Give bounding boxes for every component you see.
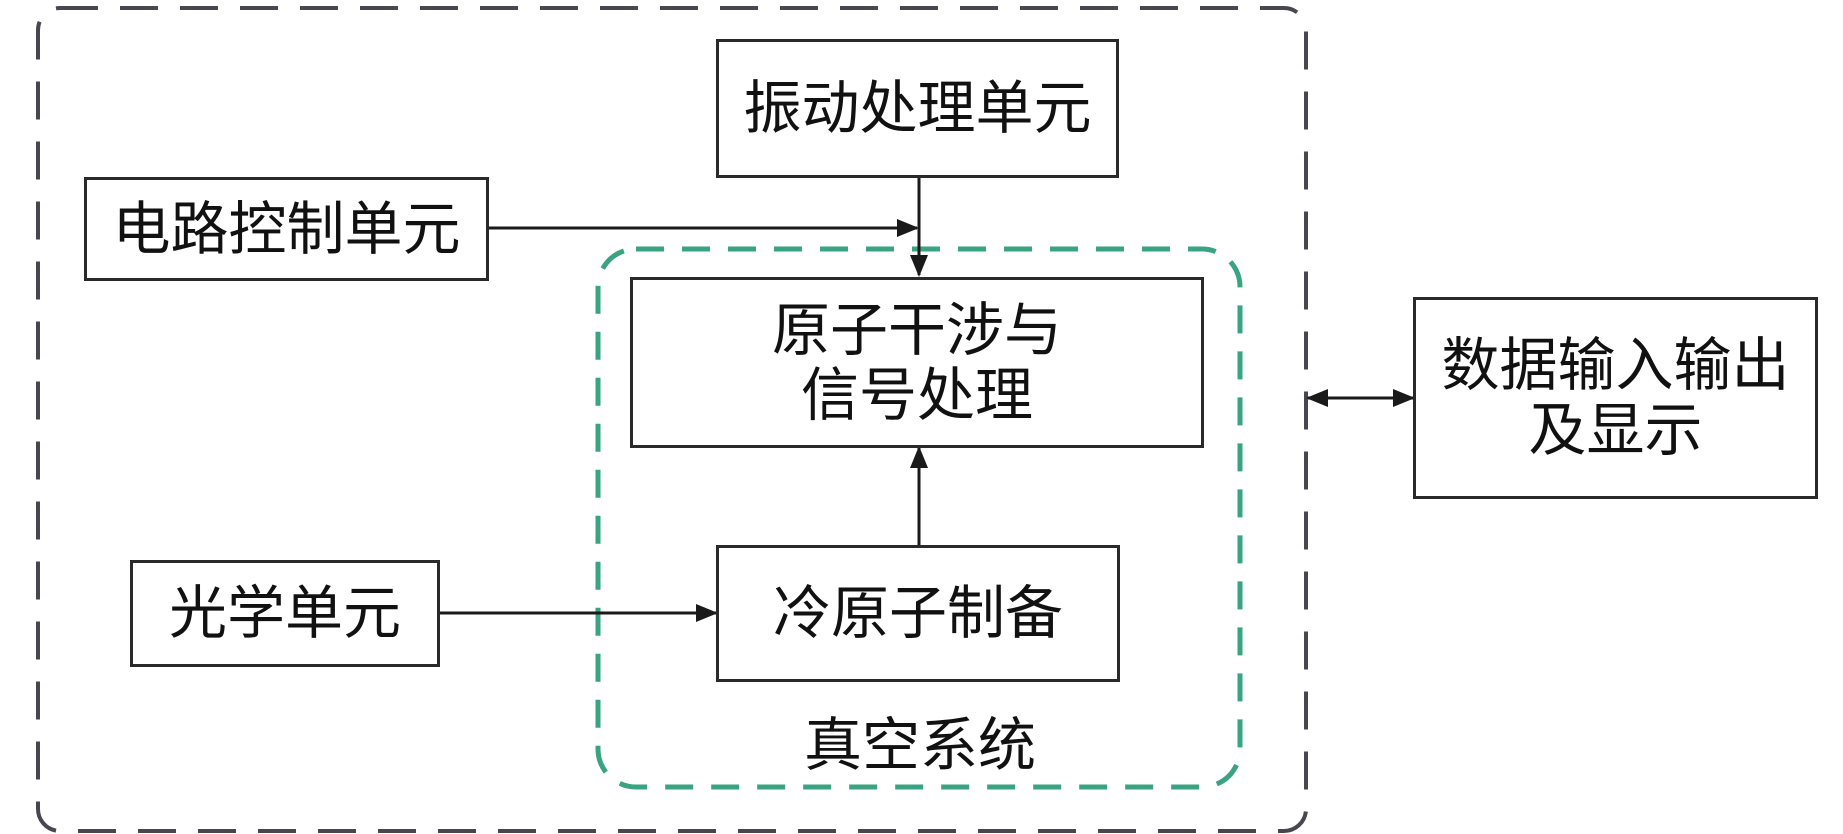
atom-interference-signal-processing-label: 原子干涉与 信号处理 xyxy=(771,295,1062,429)
atom-interference-signal-processing-box: 原子干涉与 信号处理 xyxy=(630,277,1204,448)
data-io-display-box: 数据输入输出 及显示 xyxy=(1413,297,1818,499)
cold-atom-preparation-box: 冷原子制备 xyxy=(716,545,1120,682)
system-boundary xyxy=(36,6,1308,833)
cold-atom-preparation-label: 冷原子制备 xyxy=(772,579,1063,648)
data-io-display-label: 数据输入输出 及显示 xyxy=(1441,331,1790,464)
optics-unit-box: 光学单元 xyxy=(130,560,440,667)
optics-unit-label: 光学单元 xyxy=(168,579,401,648)
circuit-control-unit-box: 电路控制单元 xyxy=(84,177,489,281)
vibration-processing-unit-label: 振动处理单元 xyxy=(743,74,1092,143)
vibration-processing-unit-box: 振动处理单元 xyxy=(716,39,1119,178)
vacuum-system-label: 真空系统 xyxy=(803,711,1036,779)
circuit-control-unit-label: 电路控制单元 xyxy=(112,194,461,263)
